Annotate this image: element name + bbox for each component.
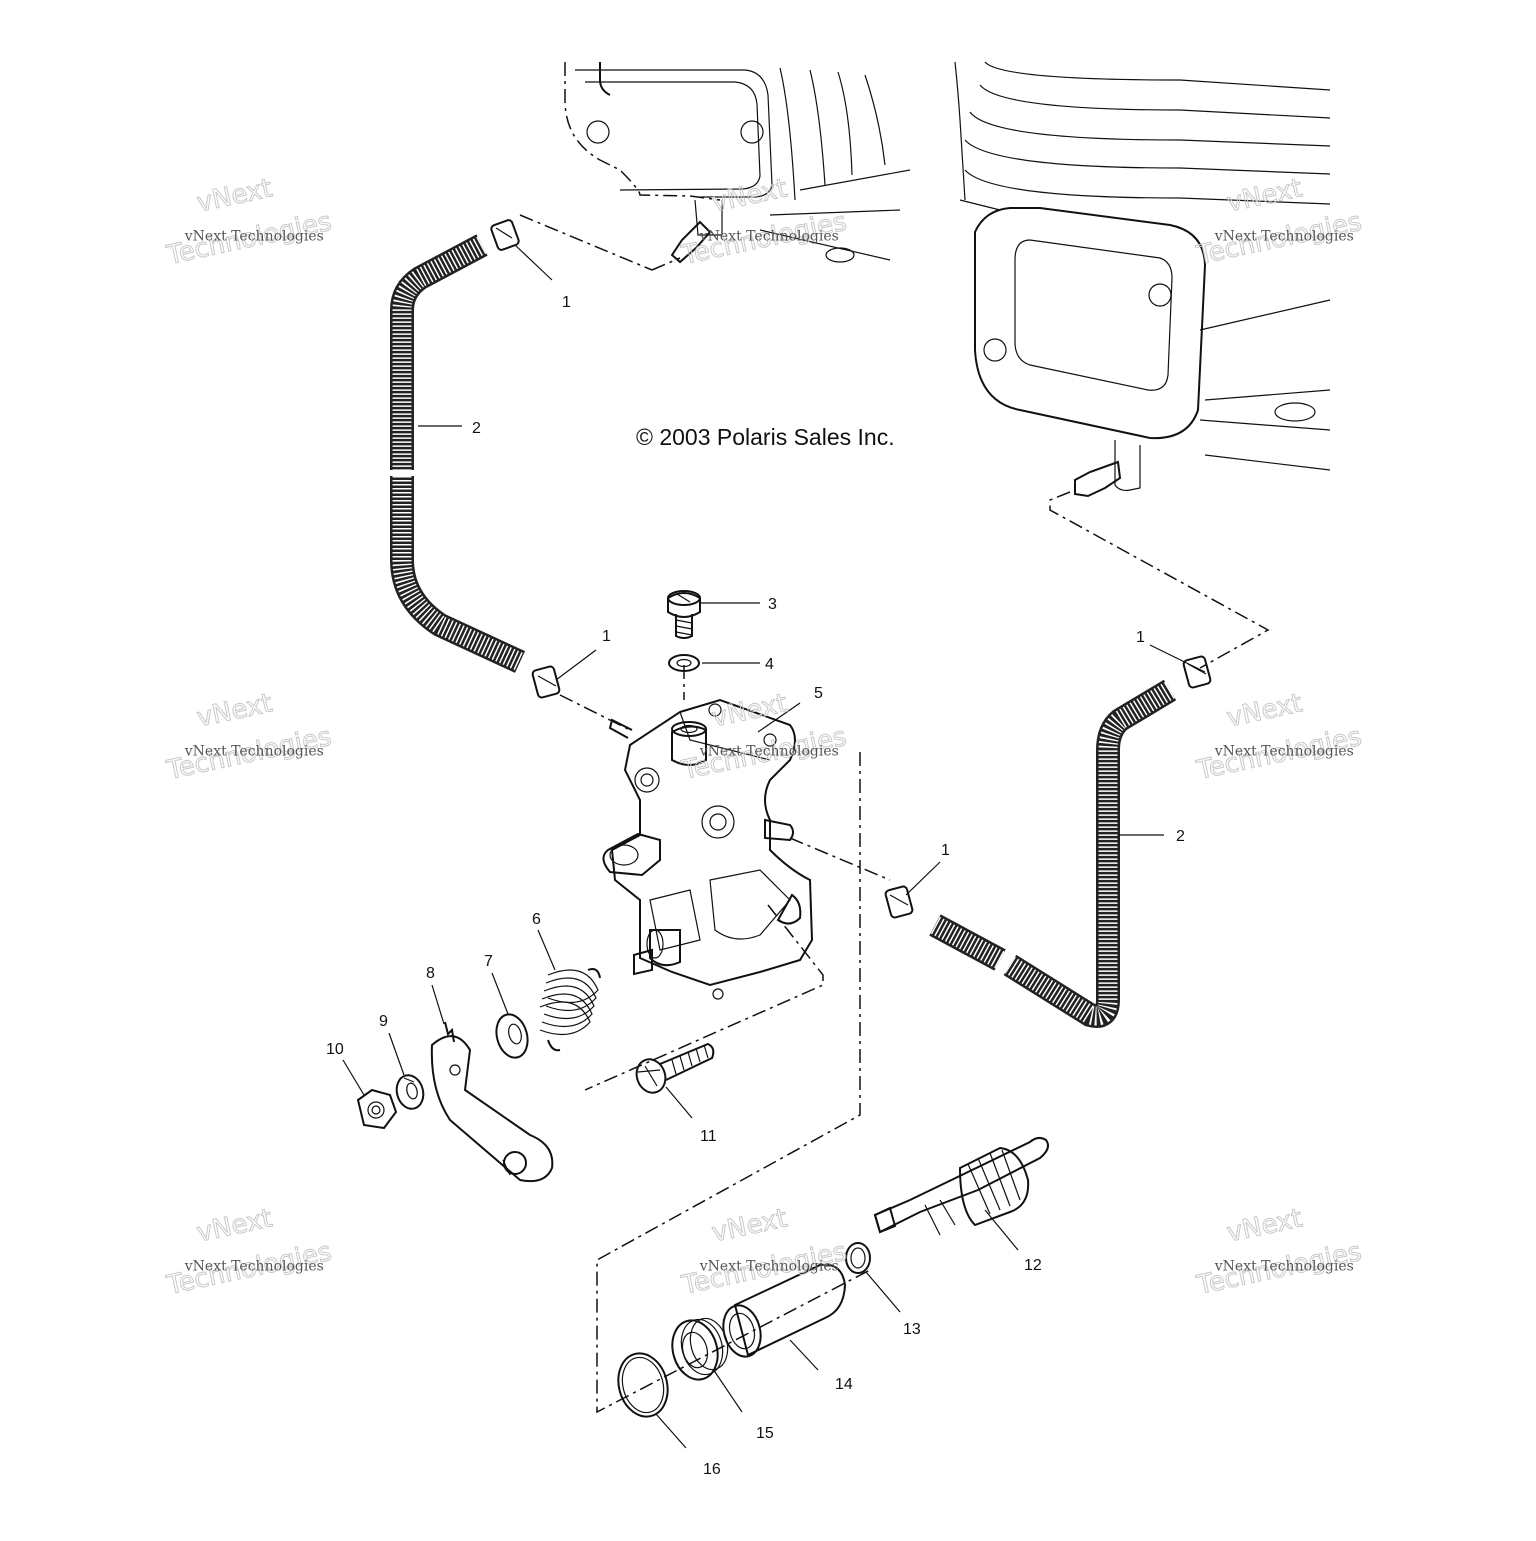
svg-text:vNext: vNext — [194, 688, 275, 733]
callout-2-right: 2 — [1176, 828, 1185, 845]
callout-numbers: 1 2 3 4 1 5 1 2 1 6 7 8 9 10 11 12 13 14… — [326, 294, 1185, 1478]
callout-9: 9 — [379, 1013, 388, 1030]
watermark-mid-left: vNext Technologies vNext Technologies — [163, 688, 335, 787]
hose-clamp-lower — [884, 885, 914, 919]
callout-4: 4 — [765, 656, 774, 673]
watermark-top-left: vNext Technologies vNext Technologies — [163, 173, 335, 272]
copyright-notice: © 2003 Polaris Sales Inc. — [636, 424, 895, 450]
hose-left — [390, 234, 526, 673]
pump-control-lever — [430, 1021, 554, 1183]
callout-1-top: 1 — [562, 294, 571, 311]
watermark-bottom-right: vNext Technologies vNext Technologies — [1193, 1203, 1365, 1302]
svg-text:vNext Technologies: vNext Technologies — [184, 228, 324, 244]
callout-12: 12 — [1024, 1257, 1042, 1274]
hex-nut — [356, 1088, 398, 1130]
watermark-bottom-left: vNext Technologies vNext Technologies — [163, 1203, 335, 1302]
hose-clamp-right — [1182, 655, 1212, 689]
callout-14: 14 — [835, 1376, 853, 1393]
watermark-bottom-center: vNext Technologies vNext Technologies — [678, 1203, 850, 1302]
callout-10: 10 — [326, 1041, 344, 1058]
cylinder-left — [564, 62, 911, 271]
oil-seal — [671, 1317, 729, 1381]
callout-3: 3 — [768, 596, 777, 613]
svg-text:vNext Technologies: vNext Technologies — [1214, 743, 1354, 759]
oil-pump-body — [602, 698, 814, 1000]
callout-13: 13 — [903, 1321, 921, 1338]
watermark-mid-right: vNext Technologies vNext Technologies — [1193, 688, 1365, 787]
shaft-bushing — [722, 1263, 847, 1358]
callout-5: 5 — [814, 685, 823, 702]
hose-clamp-top — [490, 219, 520, 251]
hose-clamp-mid — [531, 665, 561, 699]
svg-text:vNext Technologies: vNext Technologies — [1214, 1258, 1354, 1274]
drive-gear-shaft — [873, 1136, 1049, 1236]
leader-lines — [342, 244, 1206, 1449]
svg-text:vNext Technologies: vNext Technologies — [184, 1258, 324, 1274]
svg-text:vNext: vNext — [194, 173, 275, 218]
mounting-screw — [635, 1042, 715, 1094]
flat-washer — [495, 1013, 529, 1059]
svg-text:vNext Technologies: vNext Technologies — [1214, 228, 1354, 244]
callout-1-lower: 1 — [941, 842, 950, 859]
svg-text:vNext Technologies: vNext Technologies — [184, 743, 324, 759]
svg-text:vNext Technologies: vNext Technologies — [699, 743, 839, 759]
svg-text:vNext: vNext — [1224, 173, 1305, 218]
svg-text:vNext Technologies: vNext Technologies — [699, 1258, 839, 1274]
callout-2-left: 2 — [472, 420, 481, 437]
hose-right-upper — [1003, 679, 1177, 1028]
callout-6: 6 — [532, 911, 541, 928]
callout-7: 7 — [484, 953, 493, 970]
cylinder-right — [954, 61, 1331, 669]
callout-11: 11 — [700, 1128, 717, 1145]
hose-right-lower — [929, 914, 1006, 971]
svg-text:vNext: vNext — [1224, 1203, 1305, 1248]
svg-text:vNext: vNext — [194, 1203, 275, 1248]
return-spring — [539, 968, 601, 1052]
callout-15: 15 — [756, 1425, 774, 1442]
svg-text:vNext: vNext — [709, 173, 790, 218]
callout-1-right: 1 — [1136, 629, 1145, 646]
callout-16: 16 — [703, 1461, 721, 1478]
lock-washer — [395, 1074, 425, 1110]
o-ring-small — [845, 1242, 871, 1274]
callout-8: 8 — [426, 965, 435, 982]
watermark-top-right: vNext Technologies vNext Technologies — [1193, 173, 1365, 272]
svg-text:vNext Technologies: vNext Technologies — [699, 228, 839, 244]
banjo-bolt — [667, 590, 701, 639]
svg-text:vNext: vNext — [709, 1203, 790, 1248]
o-ring-large — [617, 1352, 669, 1418]
sealing-washer — [668, 654, 700, 672]
callout-1-mid: 1 — [602, 628, 611, 645]
svg-text:vNext: vNext — [1224, 688, 1305, 733]
svg-text:vNext: vNext — [709, 688, 790, 733]
